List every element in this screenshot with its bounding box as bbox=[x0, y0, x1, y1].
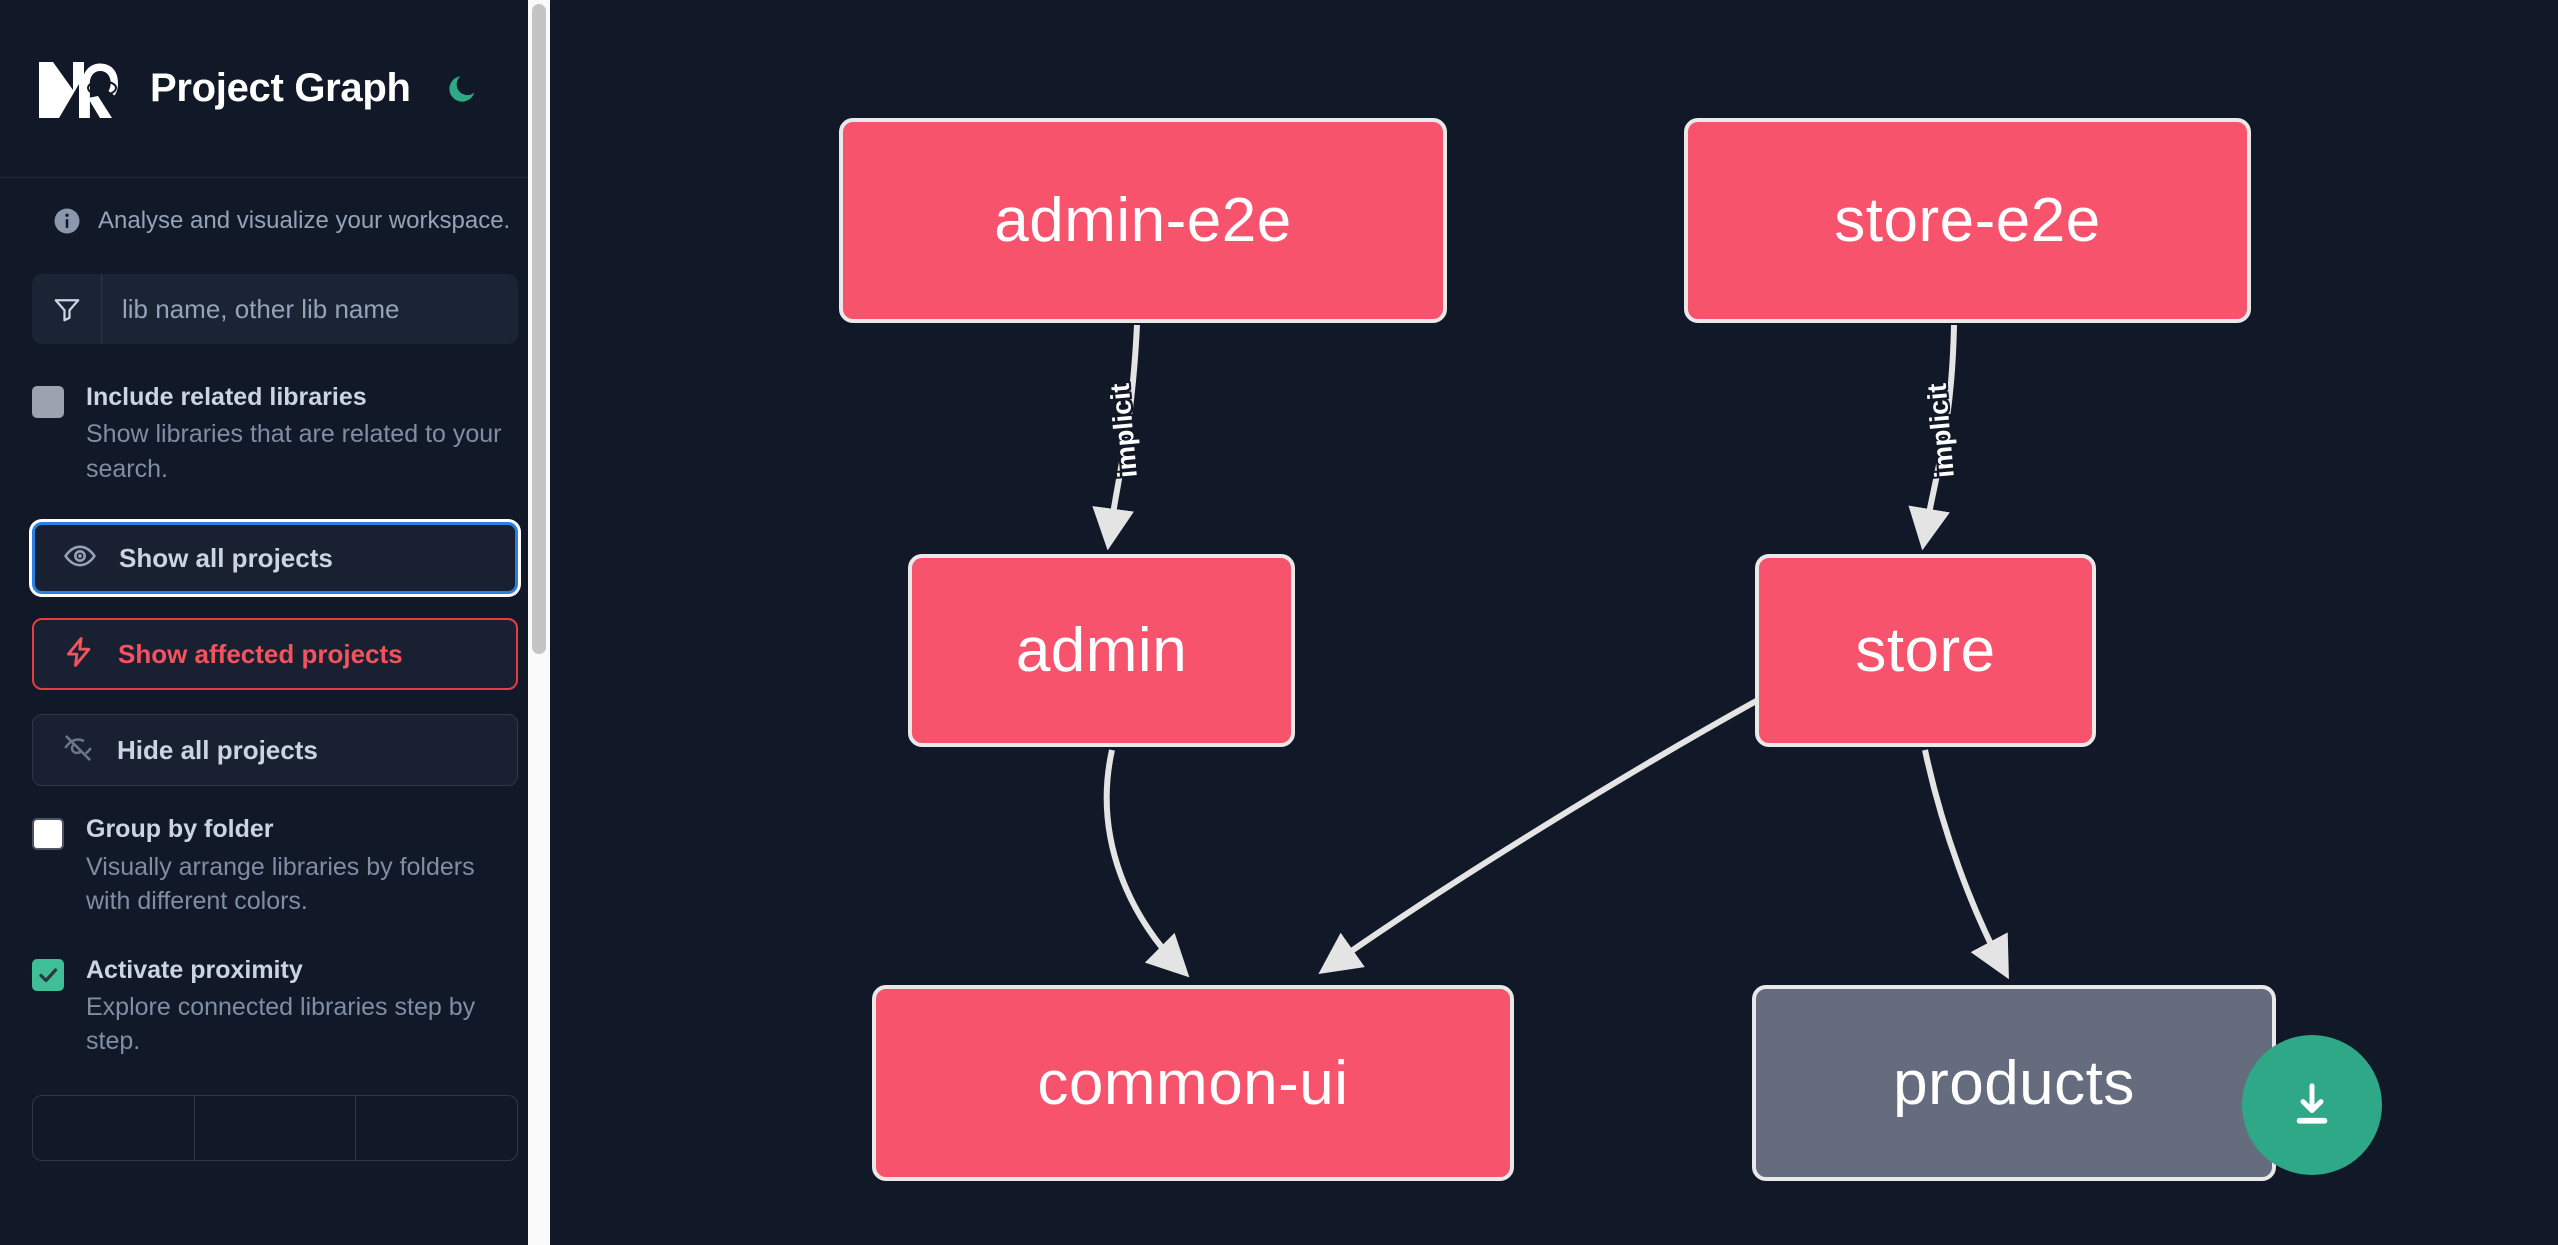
sidebar-header: Project Graph bbox=[0, 0, 550, 178]
option-label: Activate proximity bbox=[86, 955, 303, 984]
edge-store-to-products bbox=[1922, 749, 2009, 980]
sidebar-tagline: Analyse and visualize your workspace. bbox=[0, 178, 550, 256]
graph-node-products[interactable]: products bbox=[1752, 985, 2276, 1181]
moon-icon[interactable] bbox=[441, 67, 485, 111]
sidebar-body: Include related libraries Show libraries… bbox=[0, 256, 550, 1161]
page-title: Project Graph bbox=[150, 66, 411, 110]
node-label: admin-e2e bbox=[994, 186, 1292, 255]
graph-node-common-ui[interactable]: common-ui bbox=[872, 985, 1514, 1181]
checkbox-activate-proximity[interactable] bbox=[32, 958, 64, 991]
search-input[interactable] bbox=[102, 274, 518, 344]
sidebar-scrollbar-thumb[interactable] bbox=[532, 4, 546, 654]
checkbox-group-by-folder[interactable] bbox=[32, 818, 64, 851]
show-all-projects-label: Show all projects bbox=[119, 542, 333, 573]
segment-3[interactable] bbox=[356, 1096, 517, 1160]
edge-store-e2e-to-store bbox=[1908, 324, 1957, 551]
option-description: Show libraries that are related to your … bbox=[86, 420, 502, 483]
lightning-icon bbox=[62, 635, 96, 674]
nx-logo bbox=[36, 58, 122, 120]
option-group-by-folder[interactable]: Group by folder Visually arrange librari… bbox=[32, 814, 518, 918]
show-affected-projects-button[interactable]: Show affected projects bbox=[32, 618, 518, 691]
project-graph-canvas[interactable]: admin-e2e store-e2e admin store common-u… bbox=[572, 0, 2558, 1245]
filter-box bbox=[32, 274, 518, 344]
segment-2[interactable] bbox=[195, 1095, 357, 1160]
node-label: store bbox=[1855, 616, 1996, 685]
download-graph-button[interactable] bbox=[2242, 1035, 2382, 1175]
option-description: Explore connected libraries step by step… bbox=[86, 992, 476, 1056]
checkbox-include-related-libraries[interactable] bbox=[32, 386, 64, 418]
hide-all-projects-button[interactable]: Hide all projects bbox=[32, 714, 518, 787]
hide-all-projects-label: Hide all projects bbox=[117, 734, 318, 765]
option-activate-proximity[interactable]: Activate proximity Explore connected lib… bbox=[32, 955, 518, 1059]
funnel-icon bbox=[32, 274, 102, 344]
graph-node-store[interactable]: store bbox=[1755, 554, 2096, 747]
sidebar: Project Graph Analyse and visualize your… bbox=[0, 0, 550, 1245]
segmented-control[interactable] bbox=[32, 1094, 518, 1161]
edge-admin-e2e-to-admin bbox=[1092, 324, 1140, 551]
eye-off-icon bbox=[61, 731, 95, 770]
option-description: Visually arrange libraries by folders wi… bbox=[86, 852, 475, 916]
graph-node-store-e2e[interactable]: store-e2e bbox=[1684, 118, 2251, 323]
edge-store-to-common-ui bbox=[1318, 697, 1760, 975]
node-label: admin bbox=[1015, 616, 1188, 685]
graph-edges bbox=[1092, 324, 2009, 980]
graph-node-admin[interactable]: admin bbox=[908, 554, 1295, 747]
option-label: Group by folder bbox=[86, 815, 274, 844]
segment-1[interactable] bbox=[33, 1095, 195, 1160]
info-icon bbox=[52, 206, 82, 236]
edge-admin-to-common-ui bbox=[1103, 749, 1190, 978]
sidebar-tagline-text: Analyse and visualize your workspace. bbox=[98, 207, 511, 234]
show-all-projects-button[interactable]: Show all projects bbox=[32, 522, 518, 595]
eye-icon bbox=[63, 539, 97, 578]
option-label: Include related libraries bbox=[86, 383, 367, 411]
node-label: common-ui bbox=[1037, 1048, 1349, 1118]
node-label: store-e2e bbox=[1834, 186, 2101, 255]
sidebar-scrollbar[interactable] bbox=[528, 0, 550, 1245]
node-label: products bbox=[1893, 1048, 2135, 1118]
show-affected-projects-label: Show affected projects bbox=[118, 638, 403, 669]
download-icon bbox=[2296, 1083, 2328, 1124]
option-include-related-libraries[interactable]: Include related libraries Show libraries… bbox=[32, 382, 518, 486]
graph-node-admin-e2e[interactable]: admin-e2e bbox=[839, 118, 1447, 323]
